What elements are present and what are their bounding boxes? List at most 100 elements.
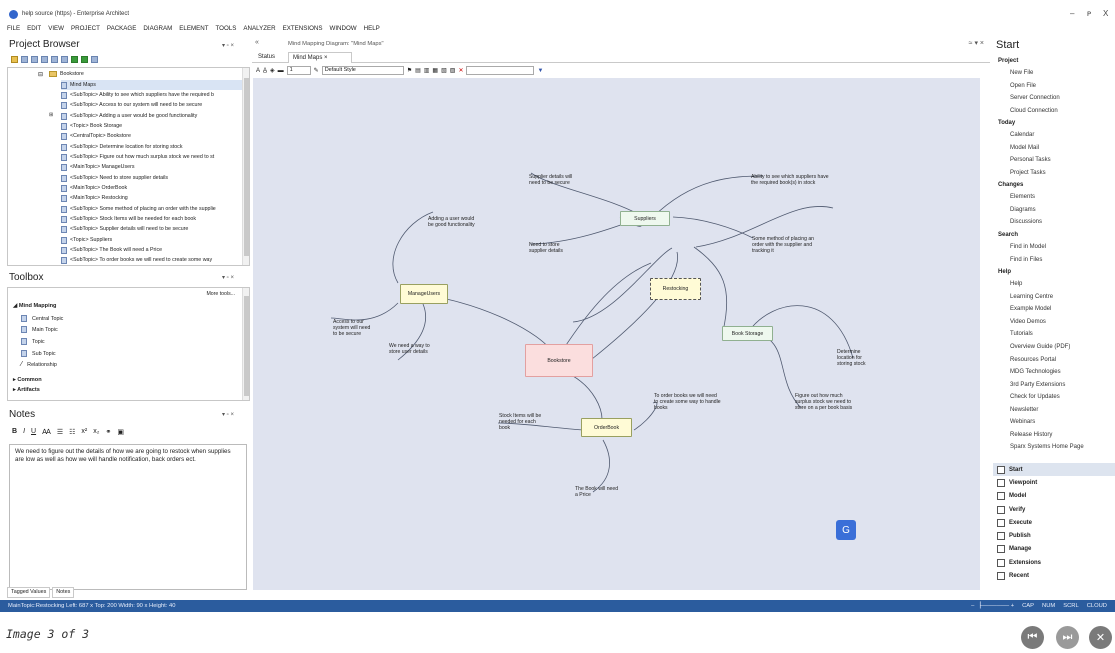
line-color-icon[interactable]: ▬ [277, 67, 284, 74]
tree-item[interactable]: <SubTopic> Ability to see which supplier… [61, 90, 214, 100]
start-item-diagrams[interactable]: Diagrams [1010, 207, 1036, 213]
tree-item[interactable]: <SubTopic> Need to store supplier detail… [61, 173, 168, 183]
tab-tagged-values[interactable]: Tagged Values [7, 587, 51, 598]
tab-mind-maps[interactable]: Mind Maps × [288, 52, 352, 63]
font-color-icon[interactable]: Ꜳ [42, 429, 51, 436]
tree-item[interactable]: <SubTopic> To order books we will need t… [61, 255, 212, 265]
start-item-calendar[interactable]: Calendar [1010, 132, 1035, 138]
toolbox-item-relationship[interactable]: ⁄Relationship [21, 361, 57, 368]
nav-extensions[interactable]: Extensions [993, 556, 1115, 569]
panel-menu-icon[interactable]: ▾ ▫ × [222, 412, 234, 418]
node-manageusers[interactable]: ManageUsers [400, 284, 448, 304]
menu-element[interactable]: ELEMENT [179, 24, 209, 32]
close-tab-icon[interactable]: × [324, 55, 328, 61]
node-suppliers[interactable]: Suppliers [620, 211, 670, 226]
new-element-icon[interactable] [31, 56, 38, 63]
menu-file[interactable]: FILE [7, 24, 21, 32]
nav-verify[interactable]: Verify [993, 503, 1115, 516]
tree-item[interactable]: <SubTopic> Figure out how much surplus s… [61, 152, 214, 162]
tree-item[interactable]: <SubTopic> Access to our system will nee… [61, 100, 202, 110]
subtopic-text[interactable]: The Book will need a Price [575, 486, 619, 499]
subtopic-text[interactable]: Some method of placing an order with the… [752, 236, 815, 255]
start-item-3rd-party-extensions[interactable]: 3rd Party Extensions [1010, 382, 1066, 388]
subtopic-text[interactable]: Access to our system will need to be sec… [333, 319, 371, 338]
toolbox-item-sub-topic[interactable]: Sub Topic [21, 350, 56, 357]
nav-back-icon[interactable]: « [255, 39, 259, 46]
move-up-icon[interactable] [71, 56, 78, 63]
start-item-project-tasks[interactable]: Project Tasks [1010, 170, 1046, 176]
start-item-cloud-connection[interactable]: Cloud Connection [1010, 108, 1058, 114]
bold-button[interactable]: B [12, 428, 18, 435]
start-item-server-connection[interactable]: Server Connection [1010, 95, 1060, 101]
start-item-check-for-updates[interactable]: Check for Updates [1010, 394, 1060, 400]
menu-help[interactable]: HELP [363, 24, 380, 32]
tree-item[interactable]: <CentralTopic> Bookstore [61, 131, 131, 141]
tab-notes[interactable]: Notes [52, 587, 75, 598]
text-format-icon[interactable]: A [256, 67, 261, 74]
font-color-icon[interactable]: A̲ [263, 67, 268, 74]
mind-map-canvas[interactable]: Bookstore ManageUsers OrderBook Restocki… [253, 78, 980, 590]
start-item-video-demos[interactable]: Video Demos [1010, 319, 1046, 325]
tree-item[interactable]: <SubTopic> The Book will need a Price [61, 245, 162, 255]
menu-edit[interactable]: EDIT [27, 24, 42, 32]
new-package-icon[interactable] [11, 56, 18, 63]
start-item-personal-tasks[interactable]: Personal Tasks [1010, 157, 1051, 163]
subtopic-text[interactable]: Stock Items will be needed for each book [499, 413, 542, 432]
tree-item[interactable]: <MainTopic> ManageUsers [61, 162, 134, 172]
menu-analyzer[interactable]: ANALYZER [243, 24, 276, 32]
panel-menu-icon[interactable]: ▾ ▫ × [222, 275, 234, 281]
translate-icon[interactable]: G [836, 520, 856, 540]
group-help[interactable]: Help [998, 269, 1012, 275]
nav-viewpoint[interactable]: Viewpoint [993, 476, 1115, 489]
start-item-elements[interactable]: Elements [1010, 194, 1036, 200]
tree-item[interactable]: <SubTopic> Stock Items will be needed fo… [61, 214, 196, 224]
menu-diagram[interactable]: DIAGRAM [143, 24, 173, 32]
start-item-new-file[interactable]: New File [1010, 70, 1034, 76]
align-icon[interactable]: ▤ [415, 68, 421, 74]
group-project[interactable]: Project [998, 58, 1019, 64]
subtopic-text[interactable]: Ability to see which suppliers have the … [751, 174, 829, 187]
underline-button[interactable]: U [31, 428, 37, 435]
close-button[interactable]: X [1103, 9, 1109, 18]
collapse-toggle[interactable]: ⊟ [38, 72, 44, 78]
start-item-resources-portal[interactable]: Resources Portal [1010, 357, 1057, 363]
start-item-help[interactable]: Help [1010, 281, 1023, 287]
node-restocking[interactable]: Restocking [650, 278, 701, 300]
minimize-button[interactable]: – [1070, 9, 1075, 18]
restore-button[interactable]: ᴩ [1087, 9, 1092, 18]
toolbox-section-common[interactable]: ▸ Common [13, 377, 42, 383]
subtopic-text[interactable]: Adding a user would be good functionalit… [428, 216, 475, 229]
start-item-sparx-home-page[interactable]: Sparx Systems Home Page [1010, 444, 1084, 450]
menu-view[interactable]: VIEW [48, 24, 65, 32]
start-item-learning-centre[interactable]: Learning Centre [1010, 294, 1054, 300]
diagram-search-input[interactable] [466, 66, 535, 75]
toolbox-item-central-topic[interactable]: Central Topic [21, 315, 63, 322]
tree-scrollbar[interactable] [242, 68, 249, 265]
menu-package[interactable]: PACKAGE [106, 24, 137, 32]
delete-icon[interactable]: ✕ [458, 68, 464, 74]
numbered-list-icon[interactable]: ☷ [69, 429, 76, 436]
zoom-slider[interactable]: – ▕─────── + [971, 603, 1015, 609]
start-item-newsletter[interactable]: Newsletter [1010, 407, 1039, 413]
settings-icon[interactable] [91, 56, 98, 63]
size-icon[interactable]: ▦ [432, 68, 439, 74]
new-diagram-icon[interactable] [21, 56, 28, 63]
tree-item-mind-maps[interactable]: Mind Maps [61, 80, 249, 90]
superscript-icon[interactable]: x² [81, 428, 88, 435]
subtopic-text[interactable]: Supplier details will need to be secure [529, 174, 573, 187]
menu-extensions[interactable]: EXTENSIONS [282, 24, 323, 32]
nav-execute[interactable]: Execute [993, 516, 1115, 529]
start-item-model-mail[interactable]: Model Mail [1010, 145, 1040, 151]
move-down-icon[interactable] [81, 56, 88, 63]
tree-item[interactable]: <SubTopic> Adding a user would be good f… [61, 111, 197, 121]
subtopic-text[interactable]: Figure out how much surplus stock we nee… [795, 393, 853, 412]
filter-icon[interactable]: ▼ [537, 67, 544, 74]
subtopic-text[interactable]: Need to store supplier details [529, 242, 563, 255]
toolbox-item-main-topic[interactable]: Main Topic [21, 326, 58, 333]
start-item-overview-guide[interactable]: Overview Guide (PDF) [1010, 344, 1071, 350]
bullet-list-icon[interactable]: ☰ [56, 429, 64, 436]
properties-icon[interactable] [51, 56, 58, 63]
diagram-window-controls[interactable]: ≈ ▾ × [968, 40, 984, 47]
tree-item-bookstore[interactable]: Bookstore [49, 69, 84, 79]
menu-project[interactable]: PROJECT [71, 24, 100, 32]
